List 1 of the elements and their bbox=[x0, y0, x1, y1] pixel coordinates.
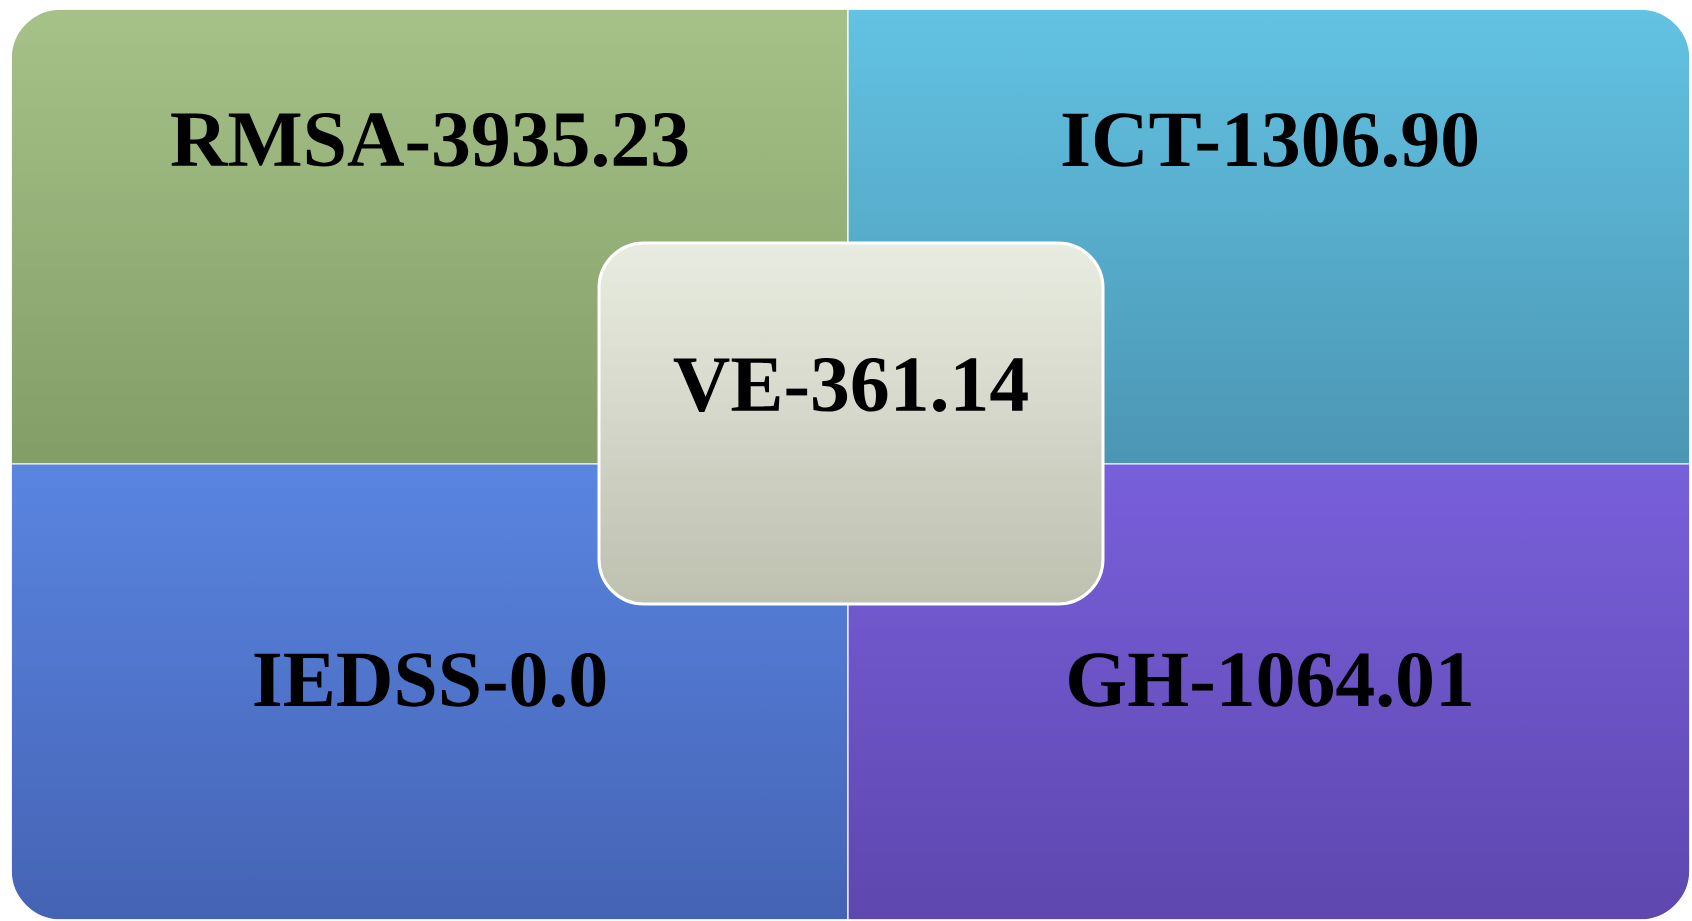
center-box: VE-361.14 bbox=[597, 241, 1105, 606]
